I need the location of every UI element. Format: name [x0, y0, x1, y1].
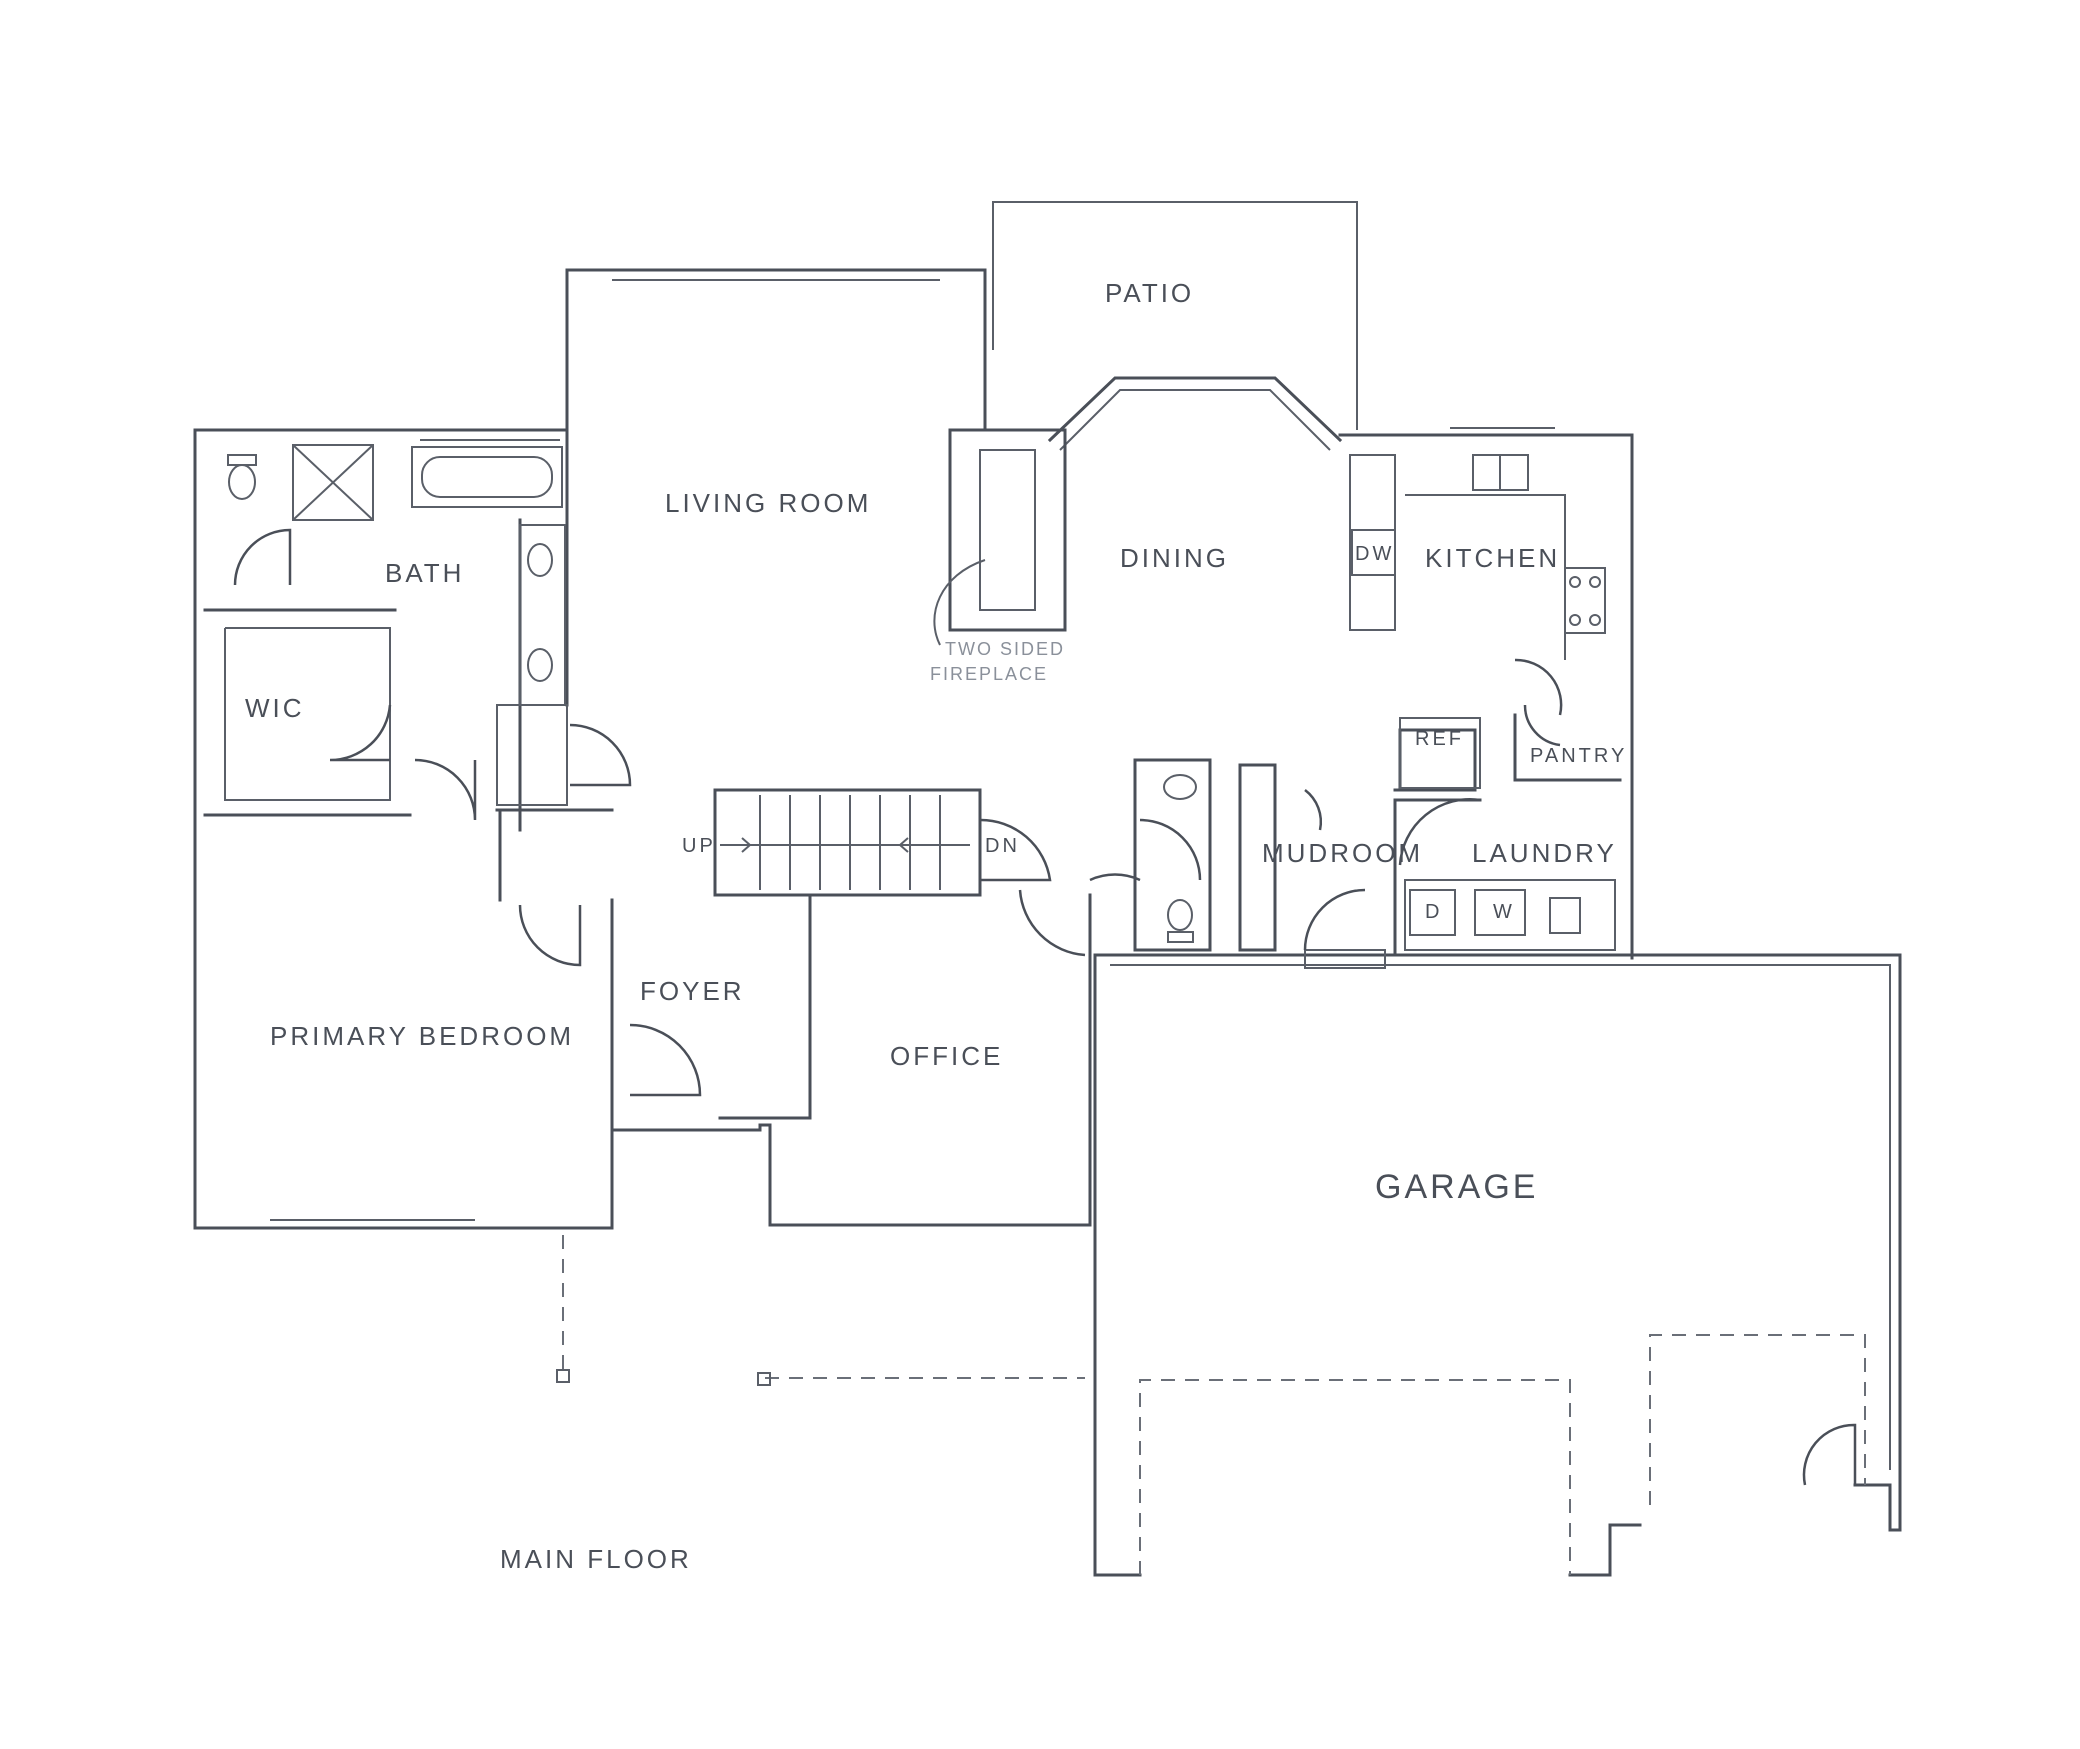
living-room-label: LIVING ROOM: [665, 488, 871, 518]
office-label: OFFICE: [890, 1041, 1003, 1071]
dining-label: DINING: [1120, 543, 1229, 573]
stairs-down-label: DN: [985, 835, 1020, 857]
laundry-label: LAUNDRY: [1472, 838, 1617, 868]
dishwasher-label: DW: [1355, 543, 1394, 565]
labels: PATIO LIVING ROOM DINING KITCHEN DW BATH…: [245, 278, 1627, 1574]
kitchen-label: KITCHEN: [1425, 543, 1560, 573]
washer-label: W: [1493, 901, 1515, 923]
patio-label: PATIO: [1105, 278, 1194, 308]
interior-walls: [203, 428, 1622, 1230]
mudroom-label: MUDROOM: [1262, 838, 1423, 868]
pantry-label: PANTRY: [1530, 745, 1627, 767]
fireplace-note-line1: TWO SIDED: [945, 639, 1065, 659]
walkway: [556, 1235, 1085, 1386]
door-swings: [233, 528, 1857, 1486]
foyer-label: FOYER: [640, 976, 745, 1006]
bath-label: BATH: [385, 558, 464, 588]
primary-bedroom-label: PRIMARY BEDROOM: [270, 1021, 574, 1051]
fixtures: [227, 444, 1606, 943]
wic-label: WIC: [245, 693, 305, 723]
stairs-up-label: UP: [682, 835, 716, 857]
fireplace-note-line2: FIREPLACE: [930, 664, 1048, 684]
dryer-label: D: [1425, 901, 1442, 923]
garage-label: GARAGE: [1375, 1168, 1538, 1206]
refrigerator-label: REF: [1415, 728, 1464, 750]
patio-outline: [992, 201, 1358, 430]
floor-title: MAIN FLOOR: [500, 1544, 692, 1574]
garage-walls: [1093, 949, 1902, 1577]
